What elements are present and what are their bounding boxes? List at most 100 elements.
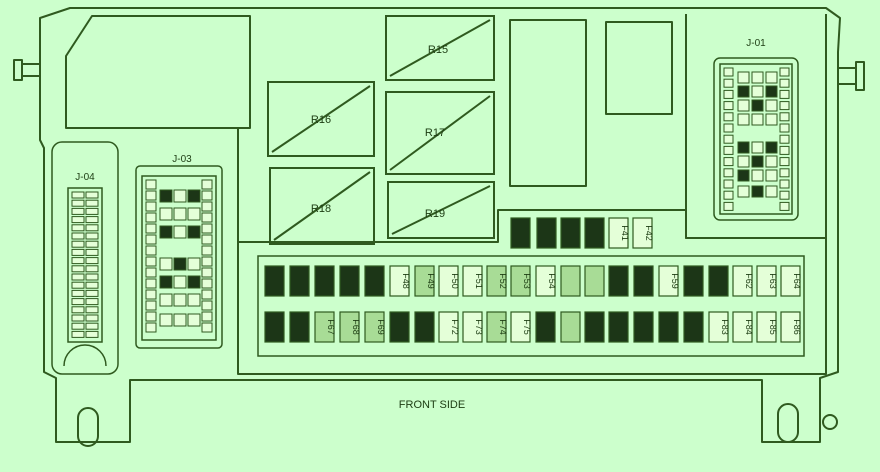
fuse-body — [339, 311, 360, 343]
connector-pin — [145, 278, 157, 289]
connector-pin — [201, 234, 213, 245]
fuse-f49: F49 — [414, 265, 436, 297]
fuse-unlabeled — [584, 311, 605, 343]
connector-pin — [71, 322, 85, 330]
connector-pin — [723, 168, 734, 178]
connector-pin — [779, 112, 790, 122]
fuse-body — [756, 311, 777, 343]
fuse-unlabeled — [584, 217, 605, 249]
fuse-body — [608, 217, 629, 249]
connector-pin — [85, 240, 99, 248]
fuse-body — [683, 265, 704, 297]
connector-pin — [779, 89, 790, 99]
relay-label-r17: R17 — [425, 127, 445, 139]
connector-pin — [85, 216, 99, 224]
fuse-unlabeled — [633, 265, 654, 297]
connector-pin — [85, 330, 99, 338]
fuse-body — [732, 311, 753, 343]
connector-pin — [751, 113, 764, 126]
connector-pin — [765, 169, 778, 182]
relay-r19 — [387, 181, 495, 239]
fuse-body — [364, 265, 385, 297]
connector-pin — [765, 71, 778, 84]
connector-pin — [751, 99, 764, 112]
fuse-f67: F67 — [314, 311, 336, 343]
connector-pin — [779, 145, 790, 155]
fuse-body — [289, 311, 310, 343]
connector-pin — [145, 234, 157, 245]
connector-pin — [85, 248, 99, 256]
fuse-label: F85 — [768, 319, 778, 335]
connector-pin — [737, 155, 750, 168]
connector-pin — [201, 245, 213, 256]
fuse-body — [462, 265, 483, 297]
connector-j04 — [51, 141, 119, 375]
connector-pin — [85, 257, 99, 265]
connector-pin — [145, 289, 157, 300]
fuse-label: F67 — [326, 319, 336, 335]
connector-pin — [201, 223, 213, 234]
connector-pin — [201, 212, 213, 223]
fuse-f62: F62 — [732, 265, 754, 297]
connector-j04-pins — [71, 191, 99, 338]
fuse-body — [510, 265, 531, 297]
fuse-label: F48 — [401, 273, 411, 289]
connector-pin — [765, 85, 778, 98]
fuse-panel-inner-frame — [257, 255, 805, 357]
connector-pin — [71, 298, 85, 306]
connector-pin — [737, 113, 750, 126]
connector-pin — [737, 141, 750, 154]
connector-pin — [737, 185, 750, 198]
connector-pin — [173, 189, 187, 203]
connector-pin — [159, 275, 173, 289]
fuse-body — [560, 217, 581, 249]
connector-pin — [765, 99, 778, 112]
fuse-unlabeled — [536, 217, 557, 249]
connector-pin — [71, 314, 85, 322]
connector-label-j04: J-04 — [75, 172, 95, 183]
fuse-f74: F74 — [486, 311, 508, 343]
fuse-body — [608, 265, 629, 297]
fuse-f69: F69 — [364, 311, 386, 343]
connector-pin — [723, 67, 734, 77]
relay-label-r19: R19 — [425, 208, 445, 220]
connector-pin — [159, 257, 173, 271]
connector-pin — [779, 78, 790, 88]
connector-pin — [723, 145, 734, 155]
fuse-body — [658, 311, 679, 343]
fuse-body — [535, 311, 556, 343]
connector-pin — [159, 293, 173, 307]
fuse-body — [608, 311, 629, 343]
fuse-unlabeled — [633, 311, 654, 343]
fuse-label: F84 — [744, 319, 754, 335]
fuse-body — [780, 311, 801, 343]
connector-pin — [85, 322, 99, 330]
fuse-f53: F53 — [510, 265, 532, 297]
fuse-body — [633, 311, 654, 343]
connector-pin — [145, 179, 157, 190]
connector-pin — [173, 313, 187, 327]
fuse-label: F42 — [644, 225, 654, 241]
fuse-body — [584, 217, 605, 249]
connector-pin — [737, 99, 750, 112]
connector-pin — [145, 311, 157, 322]
fuse-f41: F41 — [608, 217, 630, 249]
connector-pin — [85, 207, 99, 215]
fuse-body — [708, 265, 729, 297]
fuse-label: F73 — [474, 319, 484, 335]
fuse-unlabeled — [608, 265, 629, 297]
fuse-unlabeled — [560, 217, 581, 249]
fuse-unlabeled — [364, 265, 385, 297]
connector-pin — [187, 257, 201, 271]
connector-pin — [187, 293, 201, 307]
fuse-body — [756, 265, 777, 297]
connector-pin — [71, 232, 85, 240]
connector-pin — [723, 89, 734, 99]
relay-label-r16: R16 — [311, 114, 331, 126]
connector-pin — [145, 245, 157, 256]
connector-pin — [85, 232, 99, 240]
connector-pin — [765, 155, 778, 168]
fuse-f64: F64 — [780, 265, 802, 297]
fuse-body — [389, 311, 410, 343]
fuse-unlabeled — [584, 265, 605, 297]
